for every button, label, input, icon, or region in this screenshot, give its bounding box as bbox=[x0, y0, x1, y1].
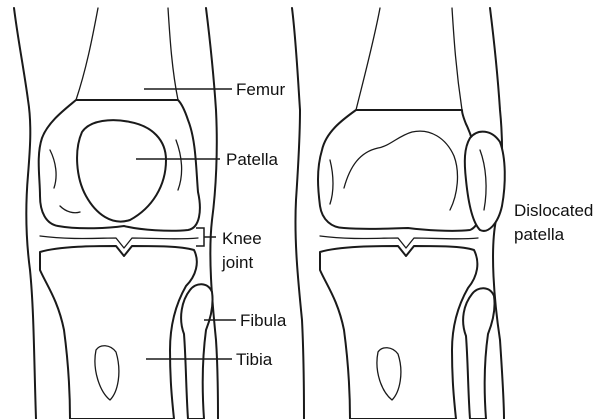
tibia2 bbox=[320, 246, 477, 419]
tibia-label: Tibia bbox=[236, 350, 273, 369]
right-leg-outline-left bbox=[292, 8, 304, 419]
fibula bbox=[181, 284, 212, 419]
patella-label: Patella bbox=[226, 150, 279, 169]
left-leg-outline-right bbox=[206, 8, 218, 419]
femur-shaft-left bbox=[76, 8, 98, 100]
femur2-condyles bbox=[318, 110, 481, 231]
knee-joint-label-line1: Knee bbox=[222, 229, 262, 248]
femur-label: Femur bbox=[236, 80, 285, 99]
knee-joint-label-line2: joint bbox=[221, 253, 253, 272]
dislocated-label-line2: patella bbox=[514, 225, 565, 244]
dislocated-knee bbox=[292, 8, 505, 419]
tibia bbox=[40, 246, 197, 419]
fibula-label: Fibula bbox=[240, 311, 287, 330]
knee-joint-bracket bbox=[196, 228, 216, 246]
femur2-shaft-left bbox=[356, 8, 380, 110]
left-leg-outline-left bbox=[14, 8, 36, 419]
normal-knee bbox=[14, 8, 218, 419]
dislocated-label-line1: Dislocated bbox=[514, 201, 593, 220]
femur2-shaft-right bbox=[452, 8, 462, 110]
femur-shaft-right bbox=[168, 8, 178, 100]
fibula2 bbox=[463, 288, 494, 419]
